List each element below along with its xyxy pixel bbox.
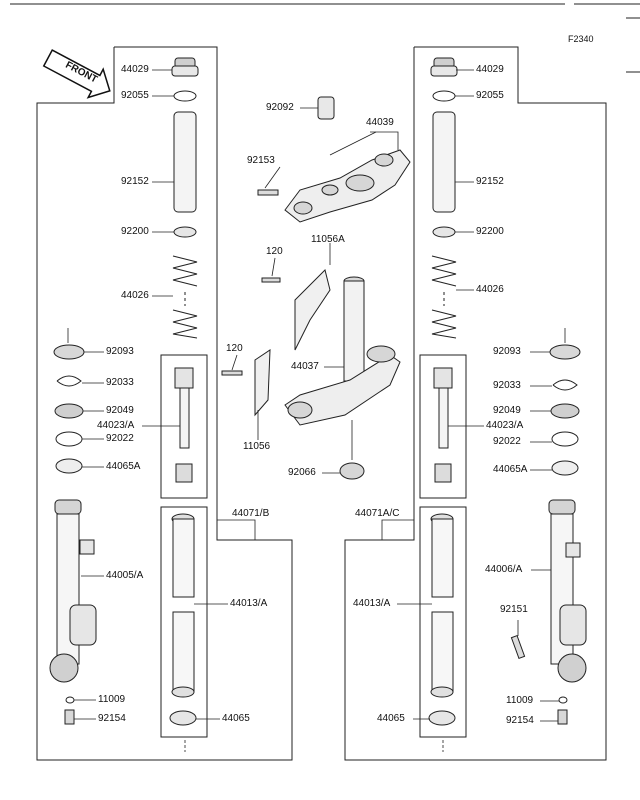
callout-11009-left: 11009 xyxy=(98,694,126,705)
seal-left xyxy=(54,403,84,419)
leader-lines xyxy=(67,69,566,752)
ring-left xyxy=(55,431,83,447)
outer-tube-right xyxy=(548,499,587,683)
clip-left xyxy=(56,375,82,387)
callout-92092: 92092 xyxy=(266,102,294,113)
callout-92049-left: 92049 xyxy=(106,405,134,416)
callout-44029-left: 44029 xyxy=(121,64,149,75)
collar xyxy=(317,96,335,120)
callout-92033-right: 92033 xyxy=(493,380,521,391)
callout-11009-right: 11009 xyxy=(506,695,534,706)
drain-bolt-left xyxy=(64,709,75,725)
bolt-92151 xyxy=(510,634,526,660)
callout-11056: 11056 xyxy=(243,441,271,452)
callout-92200-right: 92200 xyxy=(476,226,504,237)
washer-right xyxy=(558,696,568,704)
callout-44026-left: 44026 xyxy=(121,290,149,301)
spring-left xyxy=(172,255,198,339)
callout-44023A-right: 44023/A xyxy=(486,420,524,431)
right-inner-tube-box xyxy=(419,506,467,738)
o-ring-right xyxy=(432,90,456,102)
left-cartridge-box xyxy=(160,354,208,499)
drain-bolt-right xyxy=(557,709,568,725)
callout-44065-left: 44065 xyxy=(222,713,250,724)
washer-left xyxy=(65,696,75,704)
callout-44013A-left: 44013/A xyxy=(230,598,268,609)
callout-44029-right: 44029 xyxy=(476,64,504,75)
callout-92154-left: 92154 xyxy=(98,713,126,724)
washer-left xyxy=(173,226,197,238)
oil-seal-right xyxy=(549,344,581,360)
callout-92055-right: 92055 xyxy=(476,90,504,101)
callout-44037: 44037 xyxy=(291,361,319,372)
ring-right xyxy=(551,431,579,447)
callout-92153: 92153 xyxy=(247,155,275,166)
inner-tube-right xyxy=(430,513,454,698)
spacer-right xyxy=(432,111,456,213)
callout-44005A: 44005/A xyxy=(106,570,144,581)
callout-92151: 92151 xyxy=(500,604,528,615)
callout-120-lower: 120 xyxy=(226,343,243,354)
seal-right xyxy=(550,403,580,419)
callout-92152-right: 92152 xyxy=(476,176,504,187)
callout-92022-left: 92022 xyxy=(106,433,134,444)
callout-92066: 92066 xyxy=(288,467,316,478)
callout-44065-right: 44065 xyxy=(377,713,405,724)
left-assembly-outline xyxy=(36,46,293,761)
left-inner-tube-box xyxy=(160,506,208,738)
callout-92049-right: 92049 xyxy=(493,405,521,416)
callout-44026-right: 44026 xyxy=(476,284,504,295)
callout-92022-right: 92022 xyxy=(493,436,521,447)
o-ring-left xyxy=(173,90,197,102)
callout-44071AC: 44071A/C xyxy=(355,508,400,519)
bush-right xyxy=(551,460,579,476)
bush-right-lower xyxy=(428,710,456,726)
callout-92055-left: 92055 xyxy=(121,90,149,101)
callout-44006A: 44006/A xyxy=(485,564,523,575)
seal-92066 xyxy=(339,462,365,480)
cartridge-left xyxy=(174,367,194,483)
cap-bolt-right xyxy=(430,57,458,77)
steering-stem xyxy=(284,276,401,426)
callout-44071B: 44071/B xyxy=(232,508,270,519)
bolt-120-lower xyxy=(221,370,243,376)
callout-120-upper: 120 xyxy=(266,246,283,257)
cap-bolt-left xyxy=(171,57,199,77)
front-arrow-icon xyxy=(42,49,111,99)
callout-44065A-right: 44065A xyxy=(493,464,528,475)
right-assembly-outline xyxy=(344,46,607,761)
bracket-11056 xyxy=(254,349,271,417)
bush-left xyxy=(55,458,83,474)
cartridge-right xyxy=(433,367,453,483)
callout-92033-left: 92033 xyxy=(106,377,134,388)
callout-92152-left: 92152 xyxy=(121,176,149,187)
spacer-left xyxy=(173,111,197,213)
bush-left-lower xyxy=(169,710,197,726)
bracket-11056A xyxy=(294,269,331,351)
right-cartridge-box xyxy=(419,354,467,499)
outer-tube-left xyxy=(49,499,97,683)
callout-44065A-left: 44065A xyxy=(106,461,141,472)
clip-right xyxy=(552,379,578,391)
bolt-92153 xyxy=(257,189,279,196)
spring-right xyxy=(431,255,457,339)
oil-seal-left xyxy=(53,344,85,360)
washer-right xyxy=(432,226,456,238)
callout-44023A-left: 44023/A xyxy=(97,420,135,431)
figure-ref: F2340 xyxy=(568,34,594,44)
callout-92200-left: 92200 xyxy=(121,226,149,237)
bolt-120-upper xyxy=(261,277,281,283)
callout-44039: 44039 xyxy=(366,117,394,128)
callout-11056A: 11056A xyxy=(311,234,345,245)
callout-92093-right: 92093 xyxy=(493,346,521,357)
callout-92093-left: 92093 xyxy=(106,346,134,357)
callout-92154-right: 92154 xyxy=(506,715,534,726)
callout-44013A-right: 44013/A xyxy=(353,598,391,609)
figure-ref-text: F2340 xyxy=(568,34,594,44)
inner-tube-left xyxy=(171,513,195,698)
